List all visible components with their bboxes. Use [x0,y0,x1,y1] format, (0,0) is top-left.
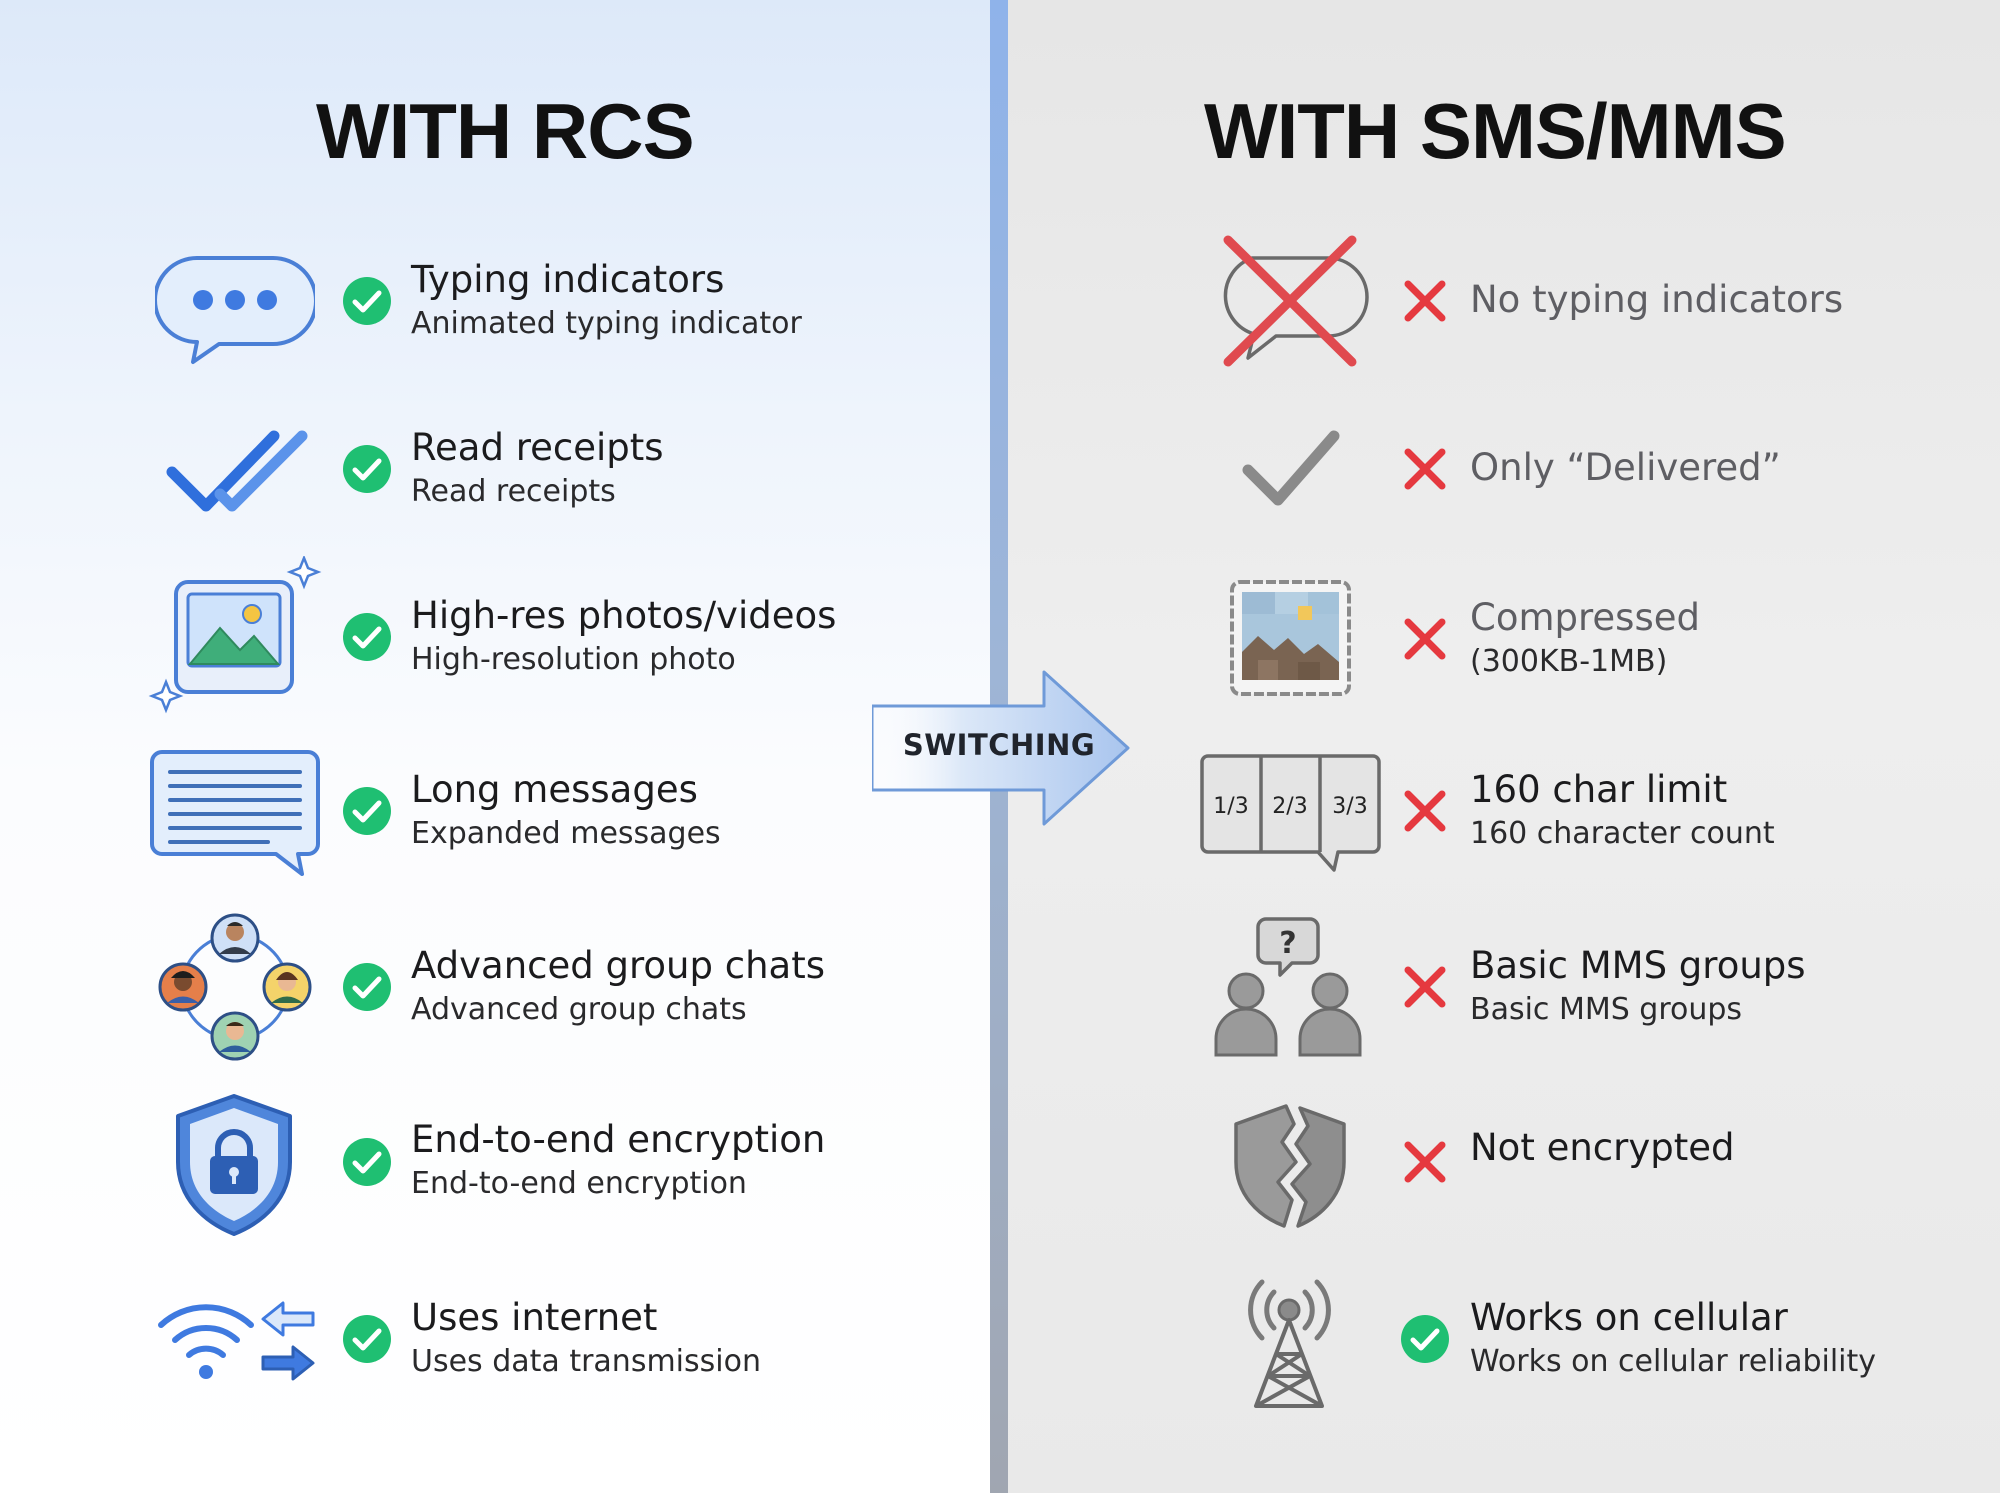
feature-subtitle: 160 character count [1470,816,1775,851]
feature-title: Compressed [1470,596,1700,639]
shield-lock-icon [172,1092,297,1237]
feature-subtitle: Works on cellular reliability [1470,1344,1877,1379]
rcs-row-read-receipts: Read receipts Read receipts [411,426,664,512]
sms-row-cellular: Works on cellular Works on cellular reli… [1470,1296,1876,1382]
feature-title: Advanced group chats [411,944,825,987]
cross-icon [1400,614,1450,664]
feature-title: Uses internet [411,1296,658,1339]
broken-shield-icon [1230,1100,1350,1230]
sms-row-char-limit: 160 char limit 160 character count [1470,768,1775,854]
cross-icon [1400,444,1450,494]
feature-title: Basic MMS groups [1470,944,1806,987]
check-icon [342,1137,392,1187]
feature-subtitle: Read receipts [411,474,616,509]
rcs-row-encryption: End-to-end encryption End-to-end encrypt… [411,1118,825,1204]
rcs-row-long-messages: Long messages Expanded messages [411,768,721,854]
feature-title: 160 char limit [1470,768,1728,811]
switching-arrow-icon [872,668,1134,828]
feature-title: No typing indicators [1470,278,1844,321]
sms-row-not-encrypted: Not encrypted [1470,1126,1735,1170]
check-icon [342,444,392,494]
feature-title: Long messages [411,768,698,811]
check-icon [342,962,392,1012]
rcs-title: WITH RCS [316,87,695,175]
feature-subtitle: (300KB-1MB) [1470,644,1668,679]
check-icon [342,276,392,326]
sms-panel [1008,0,2000,1493]
crossed-bubble-icon [1210,232,1370,372]
sms-row-delivered: Only “Delivered” [1470,446,1781,490]
check-icon [342,786,392,836]
feature-title: Not encrypted [1470,1126,1735,1169]
feature-subtitle: Basic MMS groups [1470,992,1743,1027]
feature-subtitle: High-resolution photo [411,642,736,677]
sms-title: WITH SMS/MMS [1204,87,1787,175]
feature-title: Works on cellular [1470,1296,1788,1339]
cell-tower-icon [1232,1268,1347,1410]
rcs-panel [0,0,990,1493]
typing-bubble-icon [155,252,315,367]
segment-2-label: 2/3 [1272,794,1307,819]
feature-title: Read receipts [411,426,664,469]
check-icon [342,1314,392,1364]
feature-subtitle: Expanded messages [411,816,721,851]
feature-subtitle: Animated typing indicator [411,306,802,341]
check-icon [1400,1314,1450,1364]
sms-row-typing: No typing indicators [1470,278,1843,322]
sms-row-compressed: Compressed (300KB-1MB) [1470,596,1700,682]
feature-title: Only “Delivered” [1470,446,1781,489]
feature-title: End-to-end encryption [411,1118,826,1161]
switching-label: SWITCHING [902,728,1096,762]
rcs-row-typing: Typing indicators Animated typing indica… [411,258,802,344]
feature-subtitle: End-to-end encryption [411,1166,747,1201]
cross-icon [1400,1137,1450,1187]
rcs-row-group-chats: Advanced group chats Advanced group chat… [411,944,825,1030]
split-message-icon: 1/3 2/3 3/3 [1198,752,1383,874]
single-check-icon [1238,426,1343,511]
double-check-icon [162,424,312,519]
basic-group-icon: ? [1208,915,1368,1060]
sms-row-basic-groups: Basic MMS groups Basic MMS groups [1470,944,1806,1030]
cross-icon [1400,786,1450,836]
cross-icon [1400,962,1450,1012]
photo-icon [148,556,323,721]
check-icon [342,612,392,662]
wifi-data-icon [155,1295,320,1385]
feature-subtitle: Advanced group chats [411,992,747,1027]
rcs-row-high-res: High-res photos/videos High-resolution p… [411,594,836,680]
segment-3-label: 3/3 [1332,794,1367,819]
pixelated-photo-icon [1228,578,1353,698]
feature-subtitle: Uses data transmission [411,1344,761,1379]
long-message-icon [148,748,323,878]
group-chat-icon [155,910,315,1065]
question-glyph: ? [1279,926,1296,961]
cross-icon [1400,276,1450,326]
rcs-row-internet: Uses internet Uses data transmission [411,1296,761,1382]
segment-1-label: 1/3 [1213,794,1248,819]
feature-title: Typing indicators [411,258,725,301]
feature-title: High-res photos/videos [411,594,837,637]
